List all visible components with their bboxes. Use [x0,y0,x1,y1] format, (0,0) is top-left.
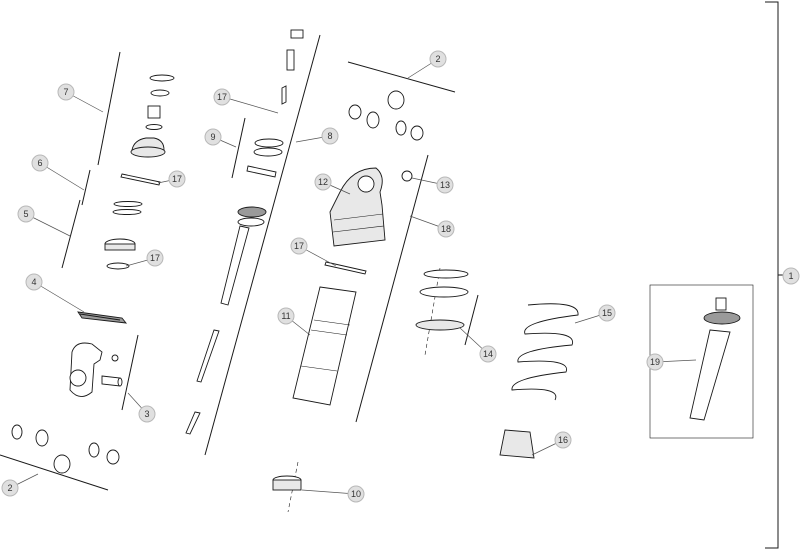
svg-text:1: 1 [788,271,793,281]
part-12-body [329,167,386,247]
axis-group-9 [231,117,246,179]
callout-5: 5 [17,205,35,223]
svg-text:16: 16 [558,435,568,445]
axis-group-2-bottom [0,454,109,491]
svg-text:4: 4 [31,277,36,287]
callout-19: 19 [646,353,664,371]
callouts: 1 2 2 3 4 5 6 7 8 9 10 1 [1,50,800,503]
part-17-ring-mid [324,261,367,275]
part-group-7 [130,74,175,158]
part-group-6 [112,173,161,215]
leader-lines [9,58,697,495]
part-13 [401,170,413,182]
svg-text:17: 17 [172,174,182,184]
callout-4: 4 [25,273,43,291]
callout-7: 7 [57,83,75,101]
part-3 [69,342,123,397]
svg-text:3: 3 [144,409,149,419]
callout-17-top: 17 [213,88,231,106]
svg-text:19: 19 [650,357,660,367]
svg-text:14: 14 [483,349,493,359]
callout-8: 8 [321,127,339,145]
axis-group-8 [204,34,321,456]
svg-text:17: 17 [217,92,227,102]
callout-15: 15 [598,304,616,322]
part-4 [77,311,128,324]
axis-group-2-top [347,61,456,93]
svg-text:8: 8 [327,131,332,141]
part-group-5 [104,238,136,270]
axis-part-10 [287,461,299,513]
callout-17-group5: 17 [146,249,164,267]
callout-1: 1 [782,267,800,285]
svg-text:17: 17 [294,241,304,251]
axis-group-6 [81,169,91,206]
part-11-tube [292,286,357,406]
callout-2-top: 2 [429,50,447,68]
part-16 [499,429,535,459]
part-15-spring [511,303,579,401]
svg-text:5: 5 [23,209,28,219]
part-10 [272,475,302,491]
svg-text:2: 2 [7,483,12,493]
assembly-lines [0,1,790,549]
callout-16: 16 [554,431,572,449]
svg-text:6: 6 [37,158,42,168]
axis-group-14 [464,294,479,346]
part-9-shaft [185,206,267,435]
axis-part-14 [424,267,441,356]
axis-group-5 [61,199,81,269]
callout-10: 10 [347,485,365,503]
svg-text:15: 15 [602,308,612,318]
svg-text:7: 7 [63,87,68,97]
axis-group-18 [355,154,429,423]
svg-text:11: 11 [281,311,290,321]
part-2-bottom [11,424,120,474]
callout-18: 18 [437,220,455,238]
part-19-assembly [689,297,741,421]
callout-6: 6 [31,154,49,172]
callout-12: 12 [314,173,332,191]
svg-text:12: 12 [318,177,328,187]
callout-14: 14 [479,345,497,363]
callout-13: 13 [436,176,454,194]
svg-text:10: 10 [351,489,361,499]
svg-text:17: 17 [150,253,160,263]
svg-text:2: 2 [435,54,440,64]
axis-group-3 [121,334,139,411]
callout-9: 9 [204,128,222,146]
callout-2-bottom: 2 [1,479,19,497]
part-14 [415,269,469,331]
part-group-8 [246,29,304,178]
svg-text:9: 9 [210,132,215,142]
callout-11: 11 [277,307,295,325]
part-2-top [348,90,424,141]
svg-text:13: 13 [440,180,450,190]
parts [11,29,741,491]
callout-17-group6: 17 [168,170,186,188]
callout-3: 3 [138,405,156,423]
axis-group-7 [97,51,121,166]
callout-17-mid: 17 [290,237,308,255]
svg-text:18: 18 [441,224,451,234]
